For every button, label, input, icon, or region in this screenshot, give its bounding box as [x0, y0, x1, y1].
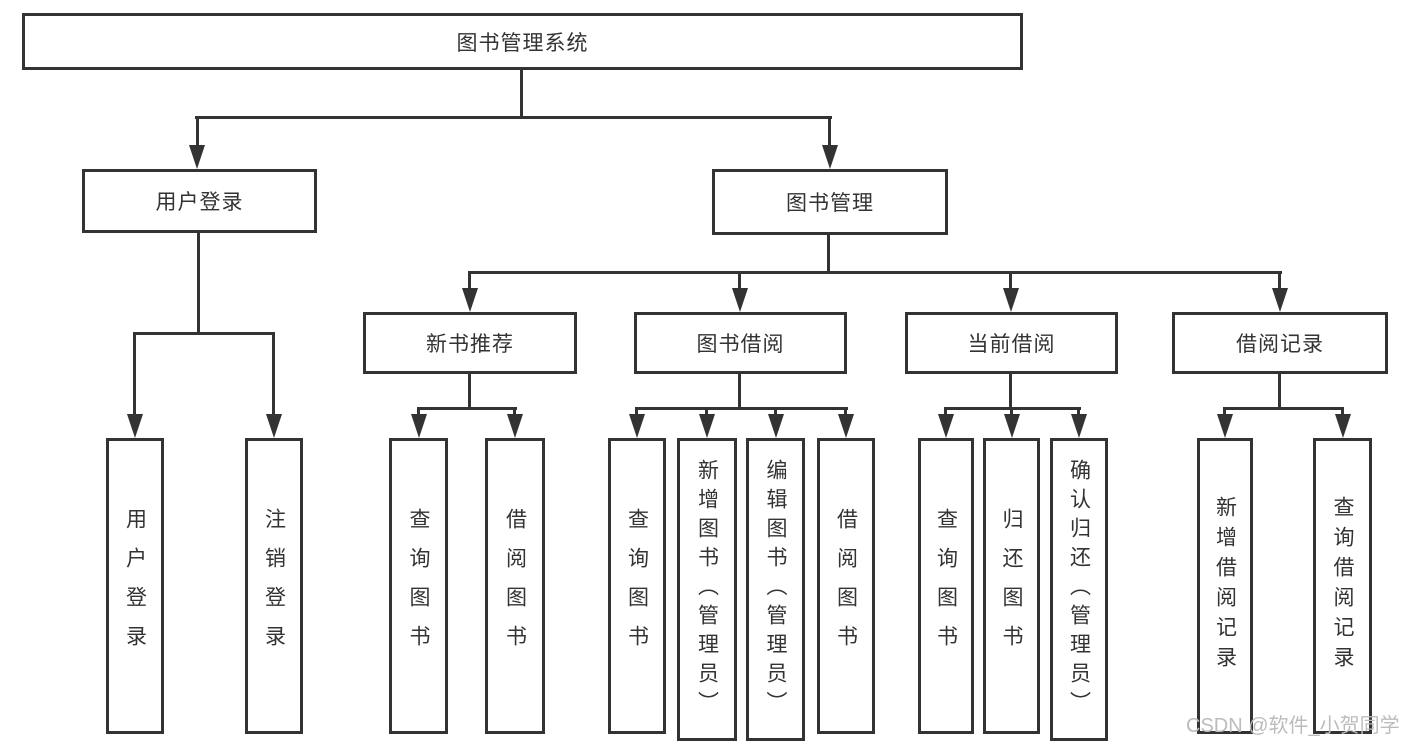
connector-line: [1223, 407, 1343, 410]
arrow-down-icon: [1071, 414, 1087, 438]
leaf-query-books-current: 查询图书: [918, 438, 974, 734]
arrow-down-icon: [732, 288, 748, 312]
node-book-management: 图书管理: [712, 169, 948, 235]
arrow-down-icon: [699, 414, 715, 438]
arrow-down-icon: [127, 414, 143, 438]
connector-line: [705, 407, 708, 416]
leaf-label: 新增借阅记录: [1213, 496, 1237, 676]
node-label: 图书借阅: [696, 333, 785, 356]
node-label: 用户登录: [155, 191, 244, 214]
leaf-edit-book-admin: 编辑图书（管理员）: [746, 438, 805, 741]
connector-line: [1009, 271, 1012, 291]
connector-line: [1077, 407, 1080, 416]
arrow-down-icon: [1217, 414, 1233, 438]
arrow-down-icon: [768, 414, 784, 438]
node-user-login: 用户登录: [82, 169, 317, 233]
connector-line: [827, 235, 830, 273]
connector-line: [1278, 374, 1281, 409]
connector-line: [417, 407, 517, 410]
arrow-down-icon: [507, 414, 523, 438]
connector-line: [468, 271, 471, 291]
leaf-label: 编辑图书（管理员）: [764, 459, 787, 720]
leaf-query-borrow-record: 查询借阅记录: [1313, 438, 1372, 734]
connector-line: [196, 116, 199, 148]
connector-line: [738, 374, 741, 409]
arrow-down-icon: [629, 414, 645, 438]
connector-line: [635, 407, 848, 410]
arrow-down-icon: [1335, 414, 1351, 438]
node-label: 借阅记录: [1236, 333, 1324, 356]
connector-line: [468, 271, 1282, 274]
leaf-return-book: 归还图书: [983, 438, 1040, 734]
connector-line: [1278, 271, 1281, 291]
leaf-label: 查询借阅记录: [1331, 496, 1354, 676]
connector-line: [513, 407, 516, 416]
connector-line: [1009, 374, 1012, 409]
arrow-down-icon: [838, 414, 854, 438]
connector-line: [828, 116, 831, 148]
node-current-borrow: 当前借阅: [905, 312, 1118, 374]
node-label: 当前借阅: [967, 333, 1056, 356]
leaf-user-login: 用户登录: [106, 438, 164, 734]
node-label: 图书管理: [786, 192, 874, 215]
leaf-label: 借阅图书: [834, 508, 858, 664]
node-system-root: 图书管理系统: [22, 13, 1023, 70]
leaf-label: 新增图书（管理员）: [695, 459, 719, 720]
node-borrow-records: 借阅记录: [1172, 312, 1388, 374]
connector-line: [417, 407, 420, 416]
leaf-label: 归还图书: [1000, 508, 1023, 664]
arrow-down-icon: [411, 414, 427, 438]
connector-line: [133, 332, 275, 335]
connector-line: [1010, 407, 1013, 416]
leaf-logout: 注销登录: [245, 438, 303, 734]
leaf-query-books-borrow: 查询图书: [608, 438, 666, 734]
arrow-down-icon: [938, 414, 954, 438]
leaf-confirm-return-admin: 确认归还（管理员）: [1050, 438, 1108, 741]
arrow-down-icon: [1004, 414, 1020, 438]
leaf-label: 借阅图书: [503, 508, 527, 664]
connector-line: [197, 233, 200, 334]
arrow-down-icon: [1003, 288, 1019, 312]
arrow-down-icon: [822, 145, 838, 169]
connector-line: [272, 332, 275, 417]
connector-line: [844, 407, 847, 416]
leaf-label: 查询图书: [407, 508, 430, 664]
connector-line: [635, 407, 638, 416]
leaf-add-book-admin: 新增图书（管理员）: [677, 438, 737, 741]
arrow-down-icon: [266, 414, 282, 438]
leaf-query-books-recommend: 查询图书: [389, 438, 448, 734]
connector-line: [133, 332, 136, 417]
arrow-down-icon: [462, 288, 478, 312]
connector-line: [468, 374, 471, 409]
arrow-down-icon: [189, 145, 205, 169]
node-label: 新书推荐: [426, 333, 514, 356]
leaf-label: 确认归还（管理员）: [1067, 459, 1091, 720]
leaf-add-borrow-record: 新增借阅记录: [1197, 438, 1253, 734]
leaf-label: 注销登录: [262, 508, 286, 664]
leaf-label: 查询图书: [625, 508, 649, 664]
connector-line: [738, 271, 741, 291]
csdn-watermark: CSDN @软件_小贺同学: [1186, 715, 1400, 737]
connector-line: [195, 116, 832, 119]
connector-line: [1341, 407, 1344, 416]
leaf-label: 查询图书: [934, 508, 958, 664]
leaf-borrow-books-recommend: 借阅图书: [485, 438, 545, 734]
connector-line: [520, 70, 523, 118]
node-book-borrow: 图书借阅: [634, 312, 847, 374]
node-label: 图书管理系统: [456, 31, 589, 55]
node-new-book-recommend: 新书推荐: [363, 312, 577, 374]
leaf-borrow-books: 借阅图书: [817, 438, 875, 734]
connector-line: [944, 407, 947, 416]
leaf-label: 用户登录: [123, 508, 147, 664]
connector-line: [1223, 407, 1226, 416]
arrow-down-icon: [1272, 288, 1288, 312]
connector-line: [774, 407, 777, 416]
